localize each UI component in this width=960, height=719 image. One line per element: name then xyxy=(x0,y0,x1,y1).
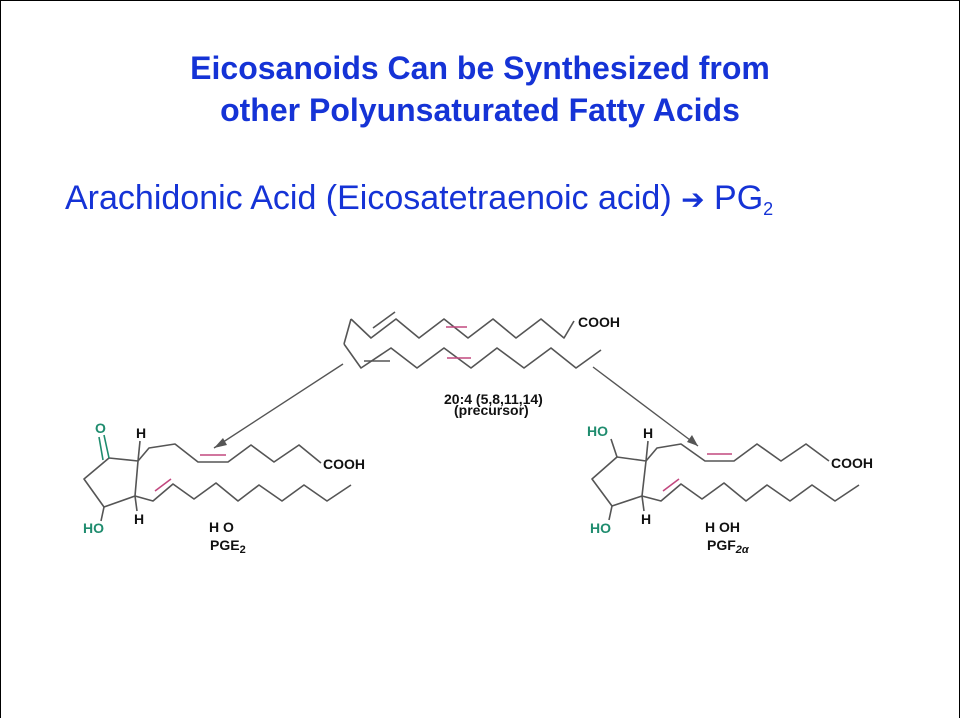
arrow-to-pgf2a xyxy=(592,366,699,447)
pge2-oxo: O xyxy=(95,420,106,436)
pgf2a-structure: HO H H HO COOH H OH PGF2α xyxy=(587,423,873,556)
arrow-head-pgf2a xyxy=(687,435,698,446)
pgf2a-ho-top: HO xyxy=(587,423,608,439)
precursor-formula: 20:4 (5,8,11,14) xyxy=(444,391,543,407)
pgf2a-h-bottom: H xyxy=(641,511,651,527)
right-arrow-icon: ➔ xyxy=(681,183,705,216)
pge2-cooh: COOH xyxy=(323,456,365,472)
pgf2a-ho-bottom: HO xyxy=(590,520,611,536)
pge2-h-o: H O xyxy=(209,519,234,535)
pgf2a-cooh: COOH xyxy=(831,455,873,471)
pge2-ho: HO xyxy=(83,520,104,536)
subtitle-product: PG xyxy=(714,179,764,217)
subtitle-text: Arachidonic Acid (Eicosatetraenoic acid) xyxy=(65,179,672,217)
precursor-cooh: COOH xyxy=(578,314,620,330)
subtitle-subscript: 2 xyxy=(763,199,774,219)
pge2-h-top: H xyxy=(136,425,146,441)
title-line-1: Eicosanoids Can be Synthesized from xyxy=(190,50,770,86)
subtitle: Arachidonic Acid (Eicosatetraenoic acid)… xyxy=(65,179,773,220)
precursor-label: (precursor) xyxy=(454,402,529,418)
pge2-structure: O H H HO COOH H O PGE2 xyxy=(83,420,365,556)
arrow-head-pge2 xyxy=(214,438,227,448)
pge2-h-bottom: H xyxy=(134,511,144,527)
pge2-name: PGE2 xyxy=(210,537,246,556)
precursor-structure: COOH 20:4 (5,8,11,14) (precursor) xyxy=(343,311,620,418)
pgf2a-h-oh: H OH xyxy=(705,519,740,535)
title-line-2: other Polyunsaturated Fatty Acids xyxy=(220,92,740,128)
pgf2a-name: PGF2α xyxy=(707,537,750,556)
pgf2a-h-top: H xyxy=(643,425,653,441)
arrow-to-pge2 xyxy=(213,363,344,449)
slide-title: Eicosanoids Can be Synthesized from othe… xyxy=(1,47,959,131)
